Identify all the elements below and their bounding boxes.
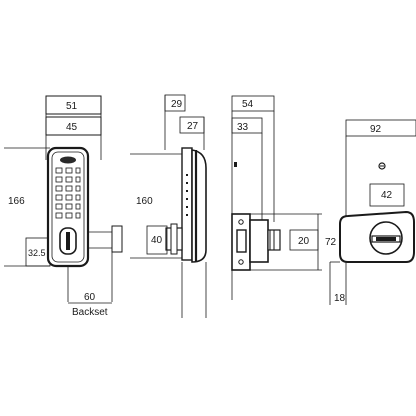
strike-width-label: 92 [370, 124, 382, 135]
bolt-case-depth-label: 33 [237, 122, 249, 133]
strike-knob-width-label: 42 [381, 190, 393, 201]
front-backset-offset-label: 32.5 [28, 248, 46, 258]
side-face-profile [191, 149, 207, 263]
brand-logo [60, 156, 76, 164]
side-lock-body [181, 147, 193, 261]
dim-box-40 [146, 225, 168, 255]
front-height-label: 166 [8, 196, 25, 207]
bolt-throw-label: 20 [298, 236, 310, 247]
bolt-plate-height-label: 72 [325, 237, 337, 248]
dim-box-54 [231, 95, 275, 112]
front-view: 51 45 166 32.5 [4, 95, 123, 318]
side-depth-outer-label: 29 [171, 99, 183, 110]
side-view: 29 27 160 40 [130, 94, 207, 318]
bolt-case [249, 219, 269, 263]
strike-edge-offset-label: 18 [334, 293, 346, 304]
side-knob-height-label: 40 [151, 235, 163, 246]
front-width-outer-label: 51 [66, 101, 78, 112]
dim-box-42 [369, 183, 405, 207]
backset-value-label: 60 [84, 292, 96, 303]
strike-view: 92 42 18 [329, 119, 416, 305]
bolt-length-label: 54 [242, 99, 254, 110]
front-width-inner-label: 45 [66, 122, 78, 133]
bolt-view: 54 33 20 72 [231, 95, 337, 300]
side-height-label: 160 [136, 196, 153, 207]
keypad-buttons [55, 167, 81, 219]
side-depth-inner-label: 27 [187, 121, 199, 132]
dim-box-92 [345, 119, 416, 137]
backset-text-label: Backset [72, 307, 108, 318]
dim-box-51 [45, 95, 102, 115]
